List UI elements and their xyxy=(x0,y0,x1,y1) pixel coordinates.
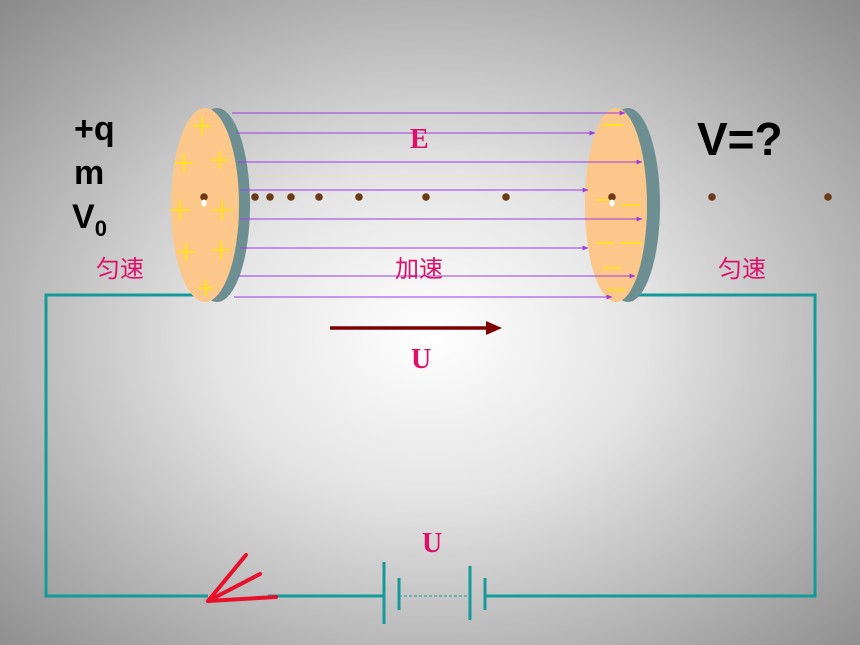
initial-velocity-label: V0 xyxy=(72,198,107,240)
particle-dot xyxy=(502,193,510,201)
voltage-label: U xyxy=(411,344,432,375)
battery xyxy=(382,562,487,624)
particle-dot xyxy=(287,193,295,201)
mass-label: m xyxy=(74,154,105,192)
negative-plate xyxy=(585,108,660,302)
particle-dot xyxy=(200,193,208,201)
particle-dot xyxy=(422,193,430,201)
region-label-middle: 加速 xyxy=(395,255,443,283)
charge-label: +q xyxy=(74,110,115,148)
plus-signs xyxy=(170,117,232,296)
particle-dot xyxy=(355,193,363,201)
particle-dot xyxy=(708,193,716,201)
region-label-left: 匀速 xyxy=(96,255,144,283)
particle-dot xyxy=(266,193,274,201)
velocity-symbol: V xyxy=(72,198,95,236)
switch-icon xyxy=(206,553,278,603)
particle-dot xyxy=(251,193,259,201)
electric-field-lines xyxy=(232,110,643,300)
plate-hole-marks xyxy=(201,199,615,207)
circuit-wires xyxy=(44,293,817,598)
positive-plate xyxy=(170,108,250,302)
velocity-subscript: 0 xyxy=(94,216,107,241)
particle-dot xyxy=(824,193,832,201)
particle-dot xyxy=(315,193,323,201)
field-label: E xyxy=(410,124,429,155)
particle-positions xyxy=(200,193,832,201)
particle-dot xyxy=(608,193,616,201)
battery-label: U xyxy=(422,528,443,559)
final-velocity-question: V=? xyxy=(697,113,783,165)
direction-arrow xyxy=(330,321,502,335)
minus-signs xyxy=(596,124,642,291)
region-label-right: 匀速 xyxy=(718,255,766,283)
